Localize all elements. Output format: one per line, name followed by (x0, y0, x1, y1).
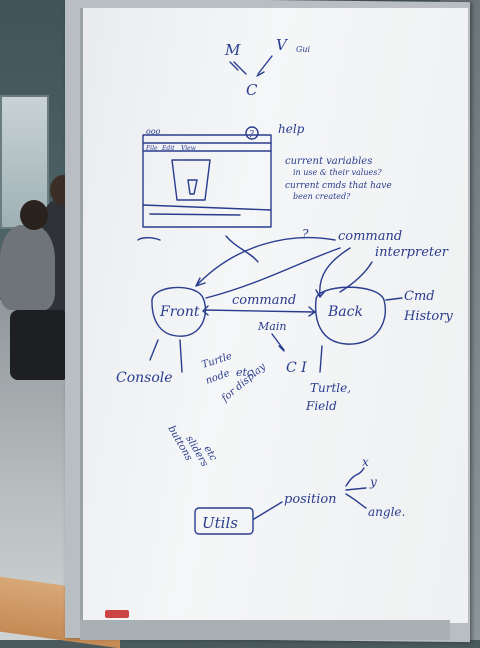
main-label: Main (257, 320, 286, 333)
cmd-history-line2: History (403, 309, 453, 324)
command-interpreter-line1: command (338, 229, 402, 244)
question-mark: ? (302, 227, 309, 241)
turtle-note-line1: Turtle (201, 351, 234, 371)
mvc-c: C (246, 81, 258, 99)
etc-label: etc. (236, 366, 257, 379)
command-interpreter-line2: interpreter (375, 245, 449, 260)
mvc-gui: Gui (296, 45, 311, 54)
turtle-note-line2: node (204, 368, 231, 387)
sketch-canvas (171, 159, 211, 201)
ci-label: C I (286, 360, 307, 376)
front-label: Front (159, 304, 200, 320)
whiteboard-brand-label (105, 610, 129, 618)
console-label: Console (116, 370, 173, 386)
mvc-arrow-vc (256, 55, 273, 77)
window-controls: ooo (146, 127, 161, 136)
gui-sketch-window (142, 134, 272, 228)
front-back-arrow (202, 305, 316, 317)
turtle-field-line2: Field (305, 399, 337, 413)
sketch-menu-view: View (181, 145, 197, 152)
office-chair (10, 310, 70, 380)
turtle-field-line1: Turtle, (310, 381, 351, 395)
utils-label: Utils (202, 514, 238, 532)
interpreter-front-arrow (195, 237, 336, 287)
position-label: position (284, 492, 337, 507)
sketch-menu-edit: Edit (161, 145, 175, 152)
angle-label: angle. (368, 505, 405, 519)
whiteboard-surface (80, 8, 468, 623)
note-line-2: in use & their values? (293, 168, 382, 177)
sketch-menu-file: File (145, 145, 158, 152)
mvc-arrow-mc (229, 61, 247, 75)
svg-text:?: ? (249, 130, 254, 140)
command-label: command (232, 293, 296, 308)
help-label: help (278, 122, 305, 136)
utils-box (194, 507, 254, 535)
x-label: x (362, 455, 369, 469)
y-label: y (369, 475, 377, 489)
front-blob (151, 286, 207, 337)
back-label: Back (327, 304, 363, 320)
position-brace (345, 467, 367, 509)
whiteboard-stand (80, 620, 450, 640)
mvc-m: M (224, 41, 241, 59)
cmd-history-line1: Cmd (404, 289, 435, 304)
note-line-4: been created? (293, 192, 351, 201)
help-icon (245, 126, 259, 140)
sketch-turtle (187, 179, 198, 195)
note-line-1: current variables (285, 156, 372, 167)
interpreter-back-arrow (315, 247, 351, 298)
mvc-v: V (276, 36, 289, 54)
back-blob (314, 286, 386, 345)
note-line-3: current cmds that have (285, 181, 392, 191)
person-seated-front (0, 225, 55, 310)
person-head-front (20, 200, 48, 230)
